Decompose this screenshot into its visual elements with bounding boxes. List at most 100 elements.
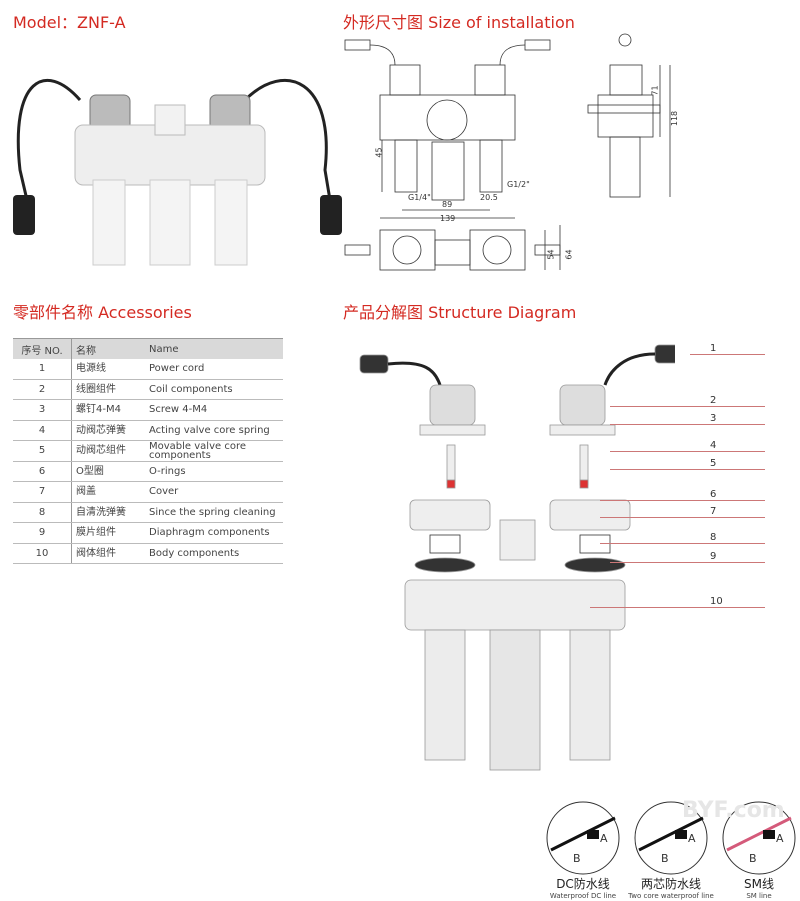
dim-139: 139 — [440, 214, 456, 223]
callout-line — [590, 607, 765, 608]
callout-line — [610, 562, 765, 563]
row-cn: 阀盖 — [71, 481, 145, 503]
header-en: Name — [145, 338, 283, 359]
connector-b-label: B — [573, 852, 581, 865]
row-no: 8 — [13, 502, 72, 523]
header-no: 序号 NO. — [13, 338, 72, 359]
row-no: 4 — [13, 420, 72, 441]
dim-g12: G1/2" — [507, 180, 530, 189]
callout-line — [600, 500, 765, 501]
row-no: 7 — [13, 481, 72, 503]
callout-number: 10 — [710, 596, 723, 607]
dim-118: 118 — [670, 110, 680, 127]
watermark: BYF.com — [682, 798, 785, 823]
accessories-heading: 零部件名称 Accessories — [13, 303, 192, 322]
row-en: Coil components — [145, 379, 283, 400]
structure-heading: 产品分解图 Structure Diagram — [343, 303, 577, 322]
row-en: O-rings — [145, 461, 283, 482]
row-en: Since the spring cleaning — [145, 502, 283, 523]
row-no: 6 — [13, 461, 72, 482]
callout-number: 3 — [710, 413, 717, 424]
row-en: Diaphragm components — [145, 522, 283, 544]
callout-number: 4 — [710, 440, 717, 451]
callout-line — [610, 406, 765, 407]
row-cn: 螺钉4-M4 — [71, 399, 145, 421]
dim-89: 89 — [442, 200, 453, 209]
connector-cn: 两芯防水线 — [640, 877, 701, 891]
connector-a-label: A — [688, 832, 696, 845]
connector-en: Two core waterproof line — [628, 892, 714, 900]
connector-caption: SM线 SM line — [711, 875, 800, 900]
row-cn: 线圈组件 — [71, 379, 145, 400]
connector-b-label: B — [661, 852, 669, 865]
row-cn: 自清洗弹簧 — [71, 502, 145, 523]
connector-caption: DC防水线 Waterproof DC line — [535, 875, 631, 900]
row-cn: 阀体组件 — [71, 543, 145, 564]
row-no: 3 — [13, 399, 72, 421]
connector-b-label: B — [749, 852, 757, 865]
connector-caption: 两芯防水线 Two core waterproof line — [623, 875, 719, 900]
row-en: Movable valve core components — [145, 440, 283, 462]
callout-number: 1 — [710, 343, 717, 354]
product-photo — [13, 78, 342, 266]
structure-diagram — [359, 344, 675, 771]
row-no: 1 — [13, 359, 72, 380]
connector-a-label: A — [776, 832, 784, 845]
row-en: Power cord — [145, 359, 283, 380]
installation-drawing — [344, 33, 671, 271]
row-cn: 动阀芯弹簧 — [71, 420, 145, 441]
dim-54: 54 — [546, 249, 556, 260]
dim-g14: G1/4" — [408, 193, 431, 202]
row-no: 10 — [13, 543, 72, 564]
connector-image — [546, 801, 620, 875]
model-heading: Model：ZNF-A — [13, 13, 126, 32]
header-cn: 名称 — [71, 338, 145, 359]
connector-image — [634, 801, 708, 875]
dim-45: 45 — [374, 147, 384, 158]
row-cn: 膜片组件 — [71, 522, 145, 544]
callout-number: 7 — [710, 506, 717, 517]
row-cn: 电源线 — [71, 359, 145, 380]
connector-cn: SM线 — [744, 877, 774, 891]
connector-cn: DC防水线 — [556, 877, 610, 891]
callout-line — [610, 451, 765, 452]
callout-line — [600, 543, 765, 544]
row-en: Body components — [145, 543, 283, 564]
row-en: Screw 4-M4 — [145, 399, 283, 421]
connector-a-label: A — [600, 832, 608, 845]
connector-en: Waterproof DC line — [549, 892, 617, 900]
dim-71: 71 — [650, 85, 660, 96]
row-no: 5 — [13, 440, 72, 462]
connector-en: SM line — [746, 892, 772, 900]
row-en: Acting valve core spring — [145, 420, 283, 441]
connector-image — [722, 801, 796, 875]
dim-20-5: 20.5 — [480, 193, 498, 202]
callout-line — [610, 469, 765, 470]
callout-number: 5 — [710, 458, 717, 469]
row-no: 9 — [13, 522, 72, 544]
row-cn: 动阀芯组件 — [71, 440, 145, 462]
dim-64: 64 — [564, 249, 574, 260]
installation-heading: 外形尺寸图 Size of installation — [343, 13, 575, 32]
row-en: Cover — [145, 481, 283, 503]
callout-line — [690, 354, 765, 355]
row-no: 2 — [13, 379, 72, 400]
callout-line — [610, 424, 765, 425]
callout-number: 9 — [710, 551, 717, 562]
callout-number: 6 — [710, 489, 717, 500]
callout-number: 8 — [710, 532, 717, 543]
callout-line — [600, 517, 765, 518]
callout-number: 2 — [710, 395, 717, 406]
row-cn: O型圈 — [71, 461, 145, 482]
